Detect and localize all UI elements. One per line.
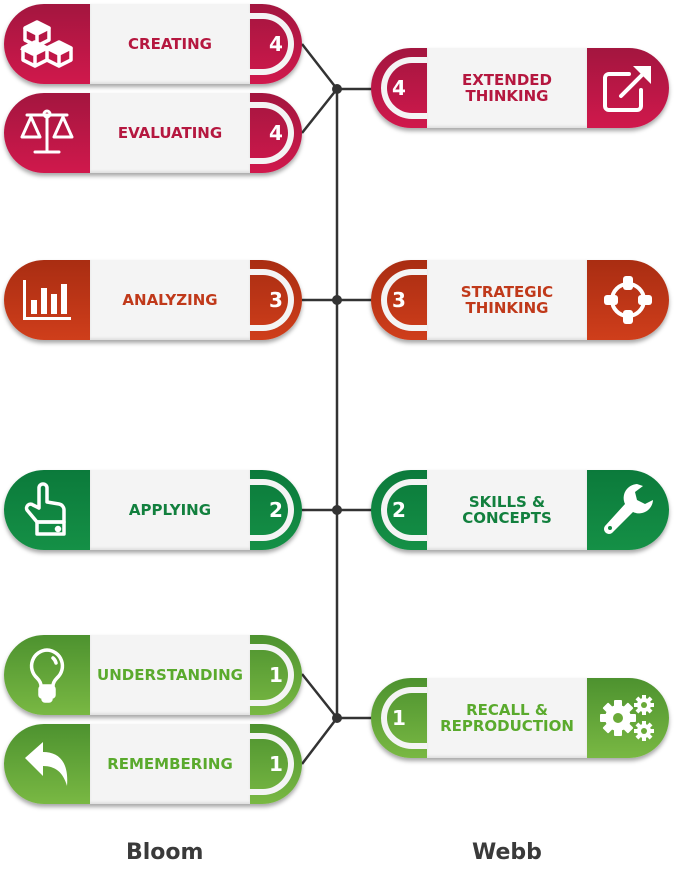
bloom-applying: APPLYING 2 [4, 470, 302, 550]
blocks-icon [4, 4, 90, 84]
bloom-evaluating: EVALUATING 4 [4, 93, 302, 173]
level-number: 4 [269, 121, 283, 145]
bloom-label: ANALYZING [90, 260, 250, 340]
webb-label-line2: THINKING [465, 299, 549, 317]
crosshair-icon [587, 260, 669, 340]
external-link-icon [587, 48, 669, 128]
level-number: 1 [269, 663, 283, 687]
bloom-label: REMEMBERING [90, 724, 250, 804]
level-number: 1 [392, 706, 406, 730]
level-number: 2 [269, 498, 283, 522]
level-number: 4 [269, 32, 283, 56]
level-badge: 1 [232, 724, 302, 804]
bloom-label: CREATING [90, 4, 250, 84]
gears-icon [587, 678, 669, 758]
level-number: 4 [392, 76, 406, 100]
bar-chart-icon [4, 260, 90, 340]
level-badge: 3 [232, 260, 302, 340]
level-number: 1 [269, 752, 283, 776]
level-badge: 3 [371, 260, 441, 340]
webb-label-line1: RECALL & [466, 701, 548, 719]
level-badge: 4 [232, 93, 302, 173]
scales-icon [4, 93, 90, 173]
bloom-label: EVALUATING [90, 93, 250, 173]
lightbulb-icon [4, 635, 90, 715]
level-badge: 1 [232, 635, 302, 715]
webb-label-line1: STRATEGIC [460, 283, 554, 301]
webb-label-line2: CONCEPTS [462, 509, 552, 527]
webb-label-line1: SKILLS & [468, 493, 546, 511]
bloom-label: UNDERSTANDING [90, 635, 250, 715]
webb-label-line1: EXTENDED [462, 71, 552, 89]
webb-column-title: Webb [472, 840, 542, 865]
bloom-label: APPLYING [90, 470, 250, 550]
webb-skills-concepts: 2 SKILLS &CONCEPTS [371, 470, 669, 550]
bloom-understanding: UNDERSTANDING 1 [4, 635, 302, 715]
webb-label-line2: REPRODUCTION [440, 717, 574, 735]
webb-label: RECALL &REPRODUCTION [427, 678, 587, 758]
bloom-analyzing: ANALYZING 3 [4, 260, 302, 340]
webb-recall-reproduction: 1 RECALL &REPRODUCTION [371, 678, 669, 758]
bloom-column-title: Bloom [126, 840, 204, 865]
bloom-creating: CREATING 4 [4, 4, 302, 84]
back-arrow-icon [4, 724, 90, 804]
level-badge: 4 [371, 48, 441, 128]
webb-label: SKILLS &CONCEPTS [427, 470, 587, 550]
level-number: 2 [392, 498, 406, 522]
webb-label-line2: THINKING [465, 87, 549, 105]
wrench-icon [587, 470, 669, 550]
pointing-hand-icon [4, 470, 90, 550]
level-number: 3 [269, 288, 283, 312]
level-number: 3 [392, 288, 406, 312]
level-badge: 1 [371, 678, 441, 758]
level-badge: 2 [371, 470, 441, 550]
bloom-remembering: REMEMBERING 1 [4, 724, 302, 804]
level-badge: 2 [232, 470, 302, 550]
level-badge: 4 [232, 4, 302, 84]
